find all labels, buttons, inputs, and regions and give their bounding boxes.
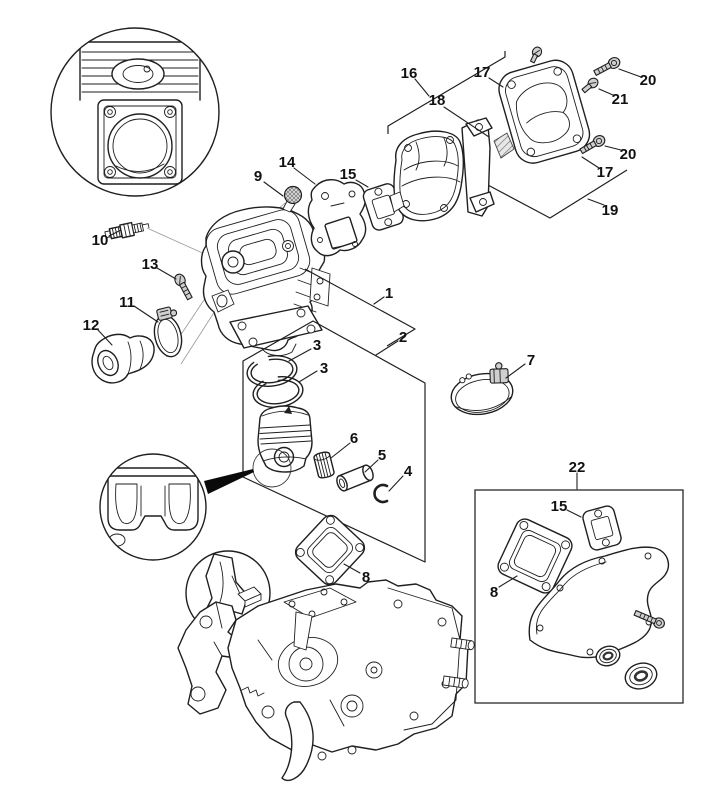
- muffler-body: [389, 117, 495, 222]
- leader-line: [288, 348, 312, 362]
- set-oil-seal-large: [624, 662, 658, 690]
- callout-22: 22: [569, 459, 586, 476]
- callout-11: 11: [119, 294, 135, 311]
- leader-line: [330, 442, 351, 459]
- leader-line: [498, 575, 518, 588]
- wrist-pin: [336, 464, 374, 492]
- magnifier-source-circle: [252, 448, 292, 488]
- screw-13: [174, 273, 193, 301]
- spark-plug: [104, 221, 150, 240]
- callout-8: 8: [362, 569, 370, 586]
- leader-line: [263, 181, 284, 197]
- gasket-set-box: [474, 489, 684, 704]
- cooling-plate-14: [307, 179, 367, 257]
- callout-1: 1: [385, 285, 393, 302]
- leader-line: [355, 179, 369, 188]
- callout-10: 10: [92, 232, 109, 249]
- leader-line: [488, 77, 504, 88]
- callout-15: 15: [551, 498, 568, 515]
- callout-3: 3: [320, 360, 328, 377]
- leader-line: [108, 229, 122, 237]
- set-exhaust-gasket: [582, 505, 622, 551]
- callout-13: 13: [142, 256, 159, 273]
- clamp-11: [153, 306, 183, 358]
- callout-16: 16: [401, 65, 418, 82]
- callout-17: 17: [597, 164, 614, 181]
- callout-20: 20: [620, 146, 637, 163]
- cylinder: [200, 206, 331, 356]
- leader-lines: [97, 68, 642, 588]
- callout-7: 7: [527, 352, 535, 369]
- leader-line: [97, 329, 113, 346]
- intake-boot: [91, 333, 155, 384]
- pointer-wedge-piston: [204, 469, 254, 494]
- leader-line: [364, 459, 379, 473]
- group-frame-cylinder: [304, 268, 416, 347]
- bolt-20-top: [593, 57, 621, 76]
- leader-line: [156, 267, 177, 280]
- detail-circle-cylinder-bottom: [50, 27, 220, 197]
- leader-line: [375, 340, 399, 356]
- leader-line: [388, 475, 404, 492]
- piston-rings: [246, 355, 304, 408]
- leader-line: [298, 370, 318, 383]
- leader-line: [587, 198, 605, 206]
- leader-line: [598, 88, 614, 96]
- plug-screw-9: [282, 185, 303, 213]
- bolt-20-lower: [579, 135, 606, 155]
- screw-21: [581, 77, 599, 94]
- leader-line: [618, 68, 642, 78]
- crankcase: [177, 579, 475, 782]
- set-oil-seal-small: [595, 645, 621, 667]
- callout-12: 12: [83, 317, 100, 334]
- muffler-cover: [498, 59, 591, 164]
- circlip: [373, 483, 389, 504]
- leader-line: [293, 167, 316, 185]
- callout-2: 2: [399, 329, 407, 346]
- callout-3: 3: [313, 337, 321, 354]
- callout-15: 15: [340, 166, 357, 183]
- callout-19: 19: [602, 202, 619, 219]
- callout-8: 8: [490, 584, 498, 601]
- detail-circle-piston-skirt: [99, 453, 207, 561]
- leader-line: [373, 296, 385, 305]
- needle-bearing: [313, 451, 335, 479]
- callout-17: 17: [474, 64, 491, 81]
- callout-18: 18: [429, 92, 446, 109]
- callout-5: 5: [378, 447, 386, 464]
- leader-line: [505, 363, 526, 379]
- leader-line: [604, 145, 622, 151]
- callout-20: 20: [640, 72, 657, 89]
- callout-4: 4: [404, 463, 413, 480]
- callout-9: 9: [254, 168, 262, 185]
- set-cylinder-gasket: [497, 518, 573, 594]
- cylinder-gasket-8: [294, 514, 366, 586]
- leader-line: [443, 106, 490, 138]
- callout-6: 6: [350, 430, 358, 447]
- set-bolt: [633, 609, 665, 629]
- leader-line: [133, 305, 159, 323]
- leader-line: [343, 563, 361, 574]
- leader-line: [414, 78, 430, 97]
- piston: [252, 405, 313, 488]
- callout-14: 14: [279, 154, 296, 171]
- leader-line: [566, 509, 582, 518]
- leader-line: [581, 156, 600, 169]
- cover-screw: [529, 46, 543, 64]
- clamp-7: [450, 362, 514, 416]
- callout-21: 21: [612, 91, 629, 108]
- spark-arrestor-screen: [493, 132, 515, 159]
- group-frame-muffler: [387, 51, 628, 219]
